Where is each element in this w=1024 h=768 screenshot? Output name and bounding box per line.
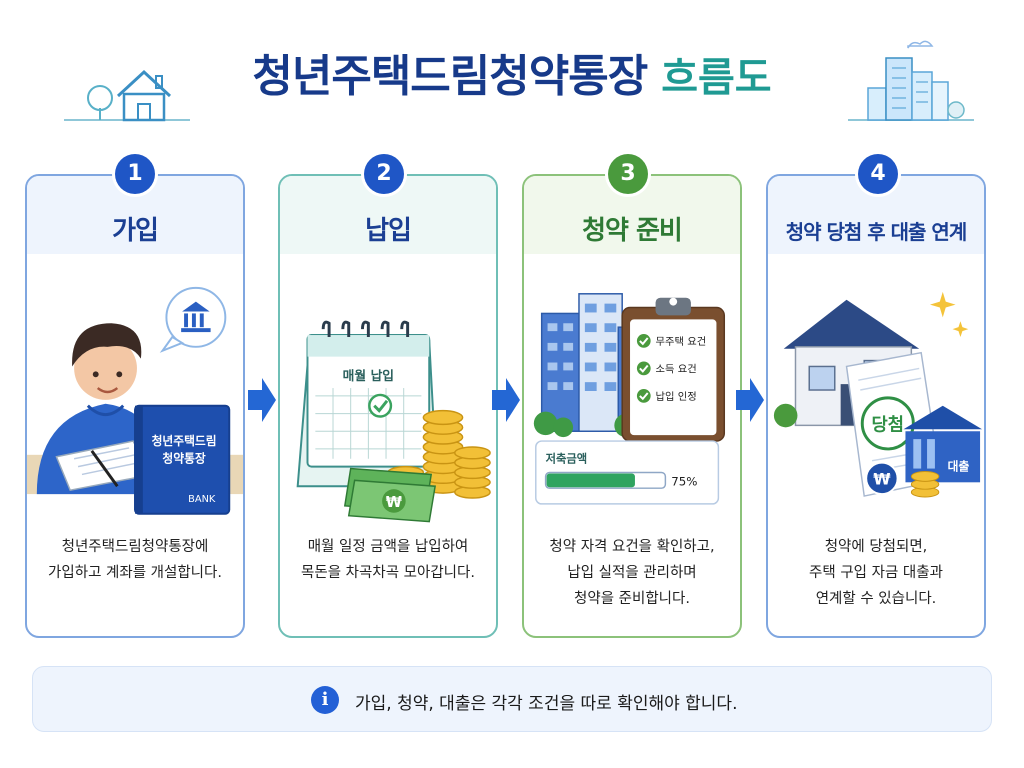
step-3-desc-line-1: 청약 자격 요건을 확인하고, <box>549 539 715 555</box>
bills-icon: ₩ <box>343 467 436 523</box>
step-4-description: 청약에 당첨되면, 주택 구입 자금 대출과 연계할 수 있습니다. <box>776 534 976 612</box>
checklist-item-2: 소득 요건 <box>656 363 697 375</box>
title-sub: 흐름도 <box>661 55 772 101</box>
stamp-label: 당첨 <box>872 414 905 435</box>
step-2-desc-line-1: 매월 일정 금액을 납입하여 <box>307 539 469 555</box>
calendar-coins-illustration: 매월 납입 ₩ <box>296 320 491 523</box>
bank-building-icon: 대출 <box>903 405 983 498</box>
step-2-desc-line-2: 목돈을 차곡차곡 모아갑니다. <box>301 565 475 581</box>
step-4-desc-line-2: 주택 구입 자금 대출과 <box>809 565 943 581</box>
step-2-card: 납입 매월 납입 ₩ <box>278 174 498 638</box>
step-1-desc-line-1: 청년주택드림청약통장에 <box>61 539 209 555</box>
person-signup-illustration: 청년주택드림 청약통장 BANK <box>27 286 243 515</box>
arrow-right-icon <box>492 378 520 422</box>
step-3-description: 청약 자격 요건을 확인하고, 납입 실적을 관리하며 청약을 준비합니다. <box>532 534 732 612</box>
savings-label: 저축금액 <box>546 452 588 466</box>
check-icon <box>636 361 651 376</box>
calendar-label: 매월 납입 <box>343 368 394 384</box>
step-3-card: 청약 준비 무주택 요건 <box>522 174 742 638</box>
house-line-icon <box>64 69 190 122</box>
arrow-right-icon <box>736 378 764 422</box>
step-1-badge: 1 <box>115 154 155 194</box>
winning-stamp <box>860 396 915 451</box>
book-brand: BANK <box>188 494 216 505</box>
won-coin-icon <box>865 461 899 496</box>
step-1-card: 가입 청년주택드림 청약통장 BANK 청년주택드림청약통장에 <box>25 174 245 638</box>
step-1-desc-line-2: 가입하고 계좌를 개설합니다. <box>48 565 222 581</box>
loan-label: 대출 <box>948 460 970 474</box>
step-3-title: 청약 준비 <box>582 216 683 246</box>
step-1-description: 청년주택드림청약통장에 가입하고 계좌를 개설합니다. <box>35 534 235 586</box>
check-icon <box>636 389 651 403</box>
savings-percent: 75% <box>671 474 697 488</box>
step-2-description: 매월 일정 금액을 납입하여 목돈을 차곡차곡 모아갑니다. <box>288 534 488 586</box>
step-4-badge: 4 <box>858 154 898 194</box>
sparkle-icon <box>930 291 969 337</box>
book-label-line-1: 청년주택드림 <box>152 434 217 448</box>
bank-icon <box>181 301 211 333</box>
calendar-icon: 매월 납입 <box>296 320 439 488</box>
step-3-desc-line-2: 납입 실적을 관리하며 <box>567 565 697 581</box>
step-2-badge: 2 <box>364 154 404 194</box>
step-4-desc-line-1: 청약에 당첨되면, <box>824 539 928 555</box>
step-1-title: 가입 <box>112 216 159 246</box>
checklist-item-1: 무주택 요건 <box>656 336 707 348</box>
bill-currency-symbol: ₩ <box>386 494 403 511</box>
city-buildings-icon <box>848 40 974 121</box>
savings-progress-fill <box>546 473 635 488</box>
note-text: 가입, 청약, 대출은 각각 조건을 따로 확인해야 합니다. <box>355 694 738 714</box>
check-icon <box>636 334 651 348</box>
step-3-badge: 3 <box>608 154 648 194</box>
step-3-desc-line-3: 청약을 준비합니다. <box>574 591 690 607</box>
title-main: 청년주택드림청약통장 <box>252 51 648 102</box>
checklist: 무주택 요건 소득 요건 납입 인정 <box>636 334 707 403</box>
checklist-item-3: 납입 인정 <box>656 390 697 403</box>
info-icon: i <box>311 686 339 714</box>
arrow-right-icon <box>248 378 276 422</box>
checklist-savings-illustration: 무주택 요건 소득 요건 납입 인정 저축금액 75% <box>533 293 726 505</box>
step-4-desc-line-3: 연계할 수 있습니다. <box>815 591 937 607</box>
coin-currency-symbol: ₩ <box>873 469 891 488</box>
savings-progress-panel: 저축금액 75% <box>535 440 720 505</box>
page-title: 청년주택드림청약통장 흐름도 <box>0 40 1024 104</box>
step-2-title: 납입 <box>365 216 412 246</box>
book-label-line-2: 청약통장 <box>162 452 205 466</box>
step-4-card: 청약 당첨 후 대출 연계 당첨 ₩ <box>766 174 986 638</box>
house-loan-illustration: 당첨 ₩ 대출 <box>773 291 983 498</box>
info-note: i 가입, 청약, 대출은 각각 조건을 따로 확인해야 합니다. <box>32 666 992 732</box>
step-4-title: 청약 당첨 후 대출 연계 <box>785 220 967 244</box>
